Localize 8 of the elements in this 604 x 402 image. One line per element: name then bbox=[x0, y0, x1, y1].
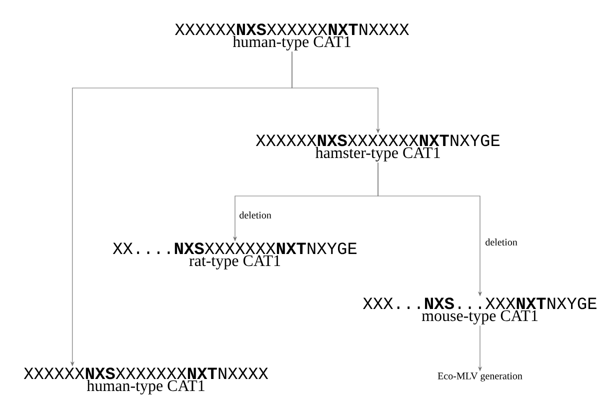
edge-label: deletion bbox=[238, 210, 272, 220]
sequence-label: XXXXXXNXSXXXXXXXNXTNXYGE hamster-type CAT1 bbox=[256, 134, 500, 162]
sequence-label: XX....NXSXXXXXXXNXTNXYGE rat-type CAT1 bbox=[112, 242, 357, 270]
sequence-label: XXXXXXNXSXXXXXXNXTNXXXX human-type CAT1 bbox=[174, 24, 409, 50]
edge-label: deletion bbox=[484, 238, 518, 247]
sequence-label: XXXXXXNXSXXXXXXXNXTNXXXX human-type CAT1 bbox=[24, 368, 268, 394]
sequence-label: XXX...NXS...XXXNXTNXYGE mouse-type CAT1 bbox=[362, 298, 596, 324]
outcome-label: Eco-MLV generation bbox=[438, 372, 522, 382]
